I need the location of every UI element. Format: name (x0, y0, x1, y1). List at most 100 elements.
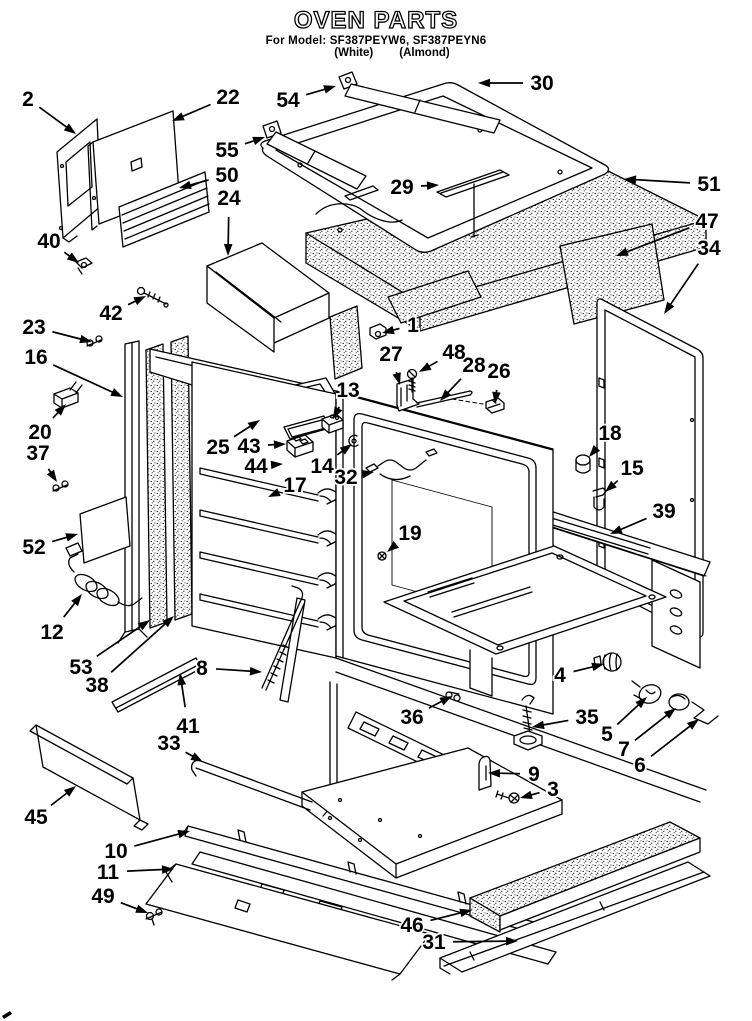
light-lens (668, 693, 690, 711)
page-title: OVEN PARTS (293, 7, 459, 34)
callout-35: 35 (532, 704, 601, 731)
svg-text:42: 42 (99, 302, 122, 325)
svg-text:31: 31 (422, 931, 446, 954)
vent-grille (118, 171, 210, 248)
door-latch (261, 585, 306, 703)
callout-50: 50 (179, 162, 240, 190)
svg-text:24: 24 (217, 187, 241, 210)
callout-9: 9 (488, 761, 542, 788)
callout-31: 31 (421, 929, 518, 956)
skirt-panel-45 (29, 724, 149, 831)
callout-30: 30 (478, 70, 555, 97)
callout-37: 37 (25, 440, 57, 482)
rear-corner-trim (117, 340, 148, 644)
svg-text:4: 4 (554, 664, 566, 687)
svg-text:43: 43 (237, 435, 260, 458)
callout-44: 44 (243, 453, 283, 480)
callout-45: 45 (23, 786, 76, 831)
svg-text:2: 2 (22, 88, 34, 111)
callout-46: 46 (399, 908, 472, 939)
callout-5: 5 (599, 697, 647, 748)
callout-33: 33 (156, 730, 203, 762)
screw-48 (406, 368, 418, 393)
screw-42 (136, 286, 169, 308)
svg-text:37: 37 (26, 442, 49, 465)
callout-13: 13 (333, 377, 361, 419)
svg-text:41: 41 (176, 715, 200, 738)
callout-18: 18 (589, 420, 624, 457)
callout-53: 53 (68, 620, 150, 681)
svg-text:7: 7 (618, 738, 630, 761)
callout-22: 22 (172, 84, 241, 121)
wire-harness-32 (365, 448, 438, 481)
callout-27: 27 (378, 341, 404, 385)
switch-13 (321, 413, 344, 434)
glide-rail-33 (190, 759, 313, 811)
callout-17: 17 (268, 472, 308, 499)
variant-almond: (Almond) (399, 47, 450, 60)
callout-15: 15 (605, 455, 646, 492)
page-corner-mark (2, 1011, 12, 1019)
leveling-leg-35 (513, 694, 543, 751)
clip-23 (86, 335, 103, 347)
clip-37 (52, 480, 69, 492)
callout-14: 14 (309, 444, 352, 480)
clip-49 (145, 908, 163, 926)
callout-38: 38 (84, 616, 174, 699)
svg-text:25: 25 (206, 436, 230, 459)
svg-text:14: 14 (310, 455, 334, 478)
screw-3 (495, 790, 520, 804)
callout-6: 6 (632, 719, 699, 779)
clip-36 (445, 691, 461, 702)
callout-16: 16 (23, 344, 123, 397)
svg-text:46: 46 (400, 914, 423, 937)
svg-text:50: 50 (215, 164, 238, 187)
callout-23: 23 (21, 314, 92, 344)
svg-text:32: 32 (334, 466, 357, 489)
svg-text:48: 48 (442, 341, 466, 364)
svg-text:3: 3 (547, 778, 559, 801)
callout-20: 20 (27, 404, 66, 446)
oven-bottom-panel (383, 545, 667, 697)
callout-32: 32 (333, 464, 374, 491)
callout-42: 42 (98, 296, 146, 327)
callout-8: 8 (194, 655, 262, 682)
svg-text:36: 36 (400, 706, 423, 729)
svg-text:17: 17 (283, 474, 306, 497)
cavity-left-wall (191, 361, 337, 659)
svg-text:49: 49 (91, 885, 114, 908)
svg-text:28: 28 (462, 354, 486, 377)
screw-19 (377, 551, 387, 561)
callout-36: 36 (399, 696, 452, 731)
main-top-panel (260, 82, 610, 253)
callout-49: 49 (90, 883, 148, 913)
callout-12: 12 (39, 594, 82, 646)
svg-text:27: 27 (379, 343, 402, 366)
svg-text:18: 18 (598, 422, 622, 445)
callout-24: 24 (216, 185, 243, 256)
callout-28: 28 (440, 352, 488, 401)
callout-39: 39 (610, 498, 677, 534)
svg-text:20: 20 (28, 421, 51, 444)
svg-text:6: 6 (634, 754, 646, 777)
svg-text:53: 53 (69, 656, 92, 679)
svg-text:44: 44 (244, 455, 268, 478)
svg-text:9: 9 (528, 763, 540, 786)
callout-26: 26 (486, 358, 512, 404)
callout-47: 47 (616, 208, 720, 256)
sensor-rod-28 (416, 390, 484, 408)
front-insulation-blocks (329, 270, 482, 380)
callout-55: 55 (214, 136, 265, 164)
switch-43 (286, 434, 314, 458)
svg-text:33: 33 (157, 732, 180, 755)
callout-48: 48 (419, 339, 468, 372)
callout-3: 3 (520, 776, 561, 803)
nut-1 (369, 323, 387, 340)
svg-text:47: 47 (695, 210, 718, 233)
callout-25: 25 (205, 420, 260, 461)
svg-text:35: 35 (575, 706, 599, 729)
grommet-14 (348, 434, 359, 447)
variant-line: (White)(Almond) (16, 47, 752, 59)
